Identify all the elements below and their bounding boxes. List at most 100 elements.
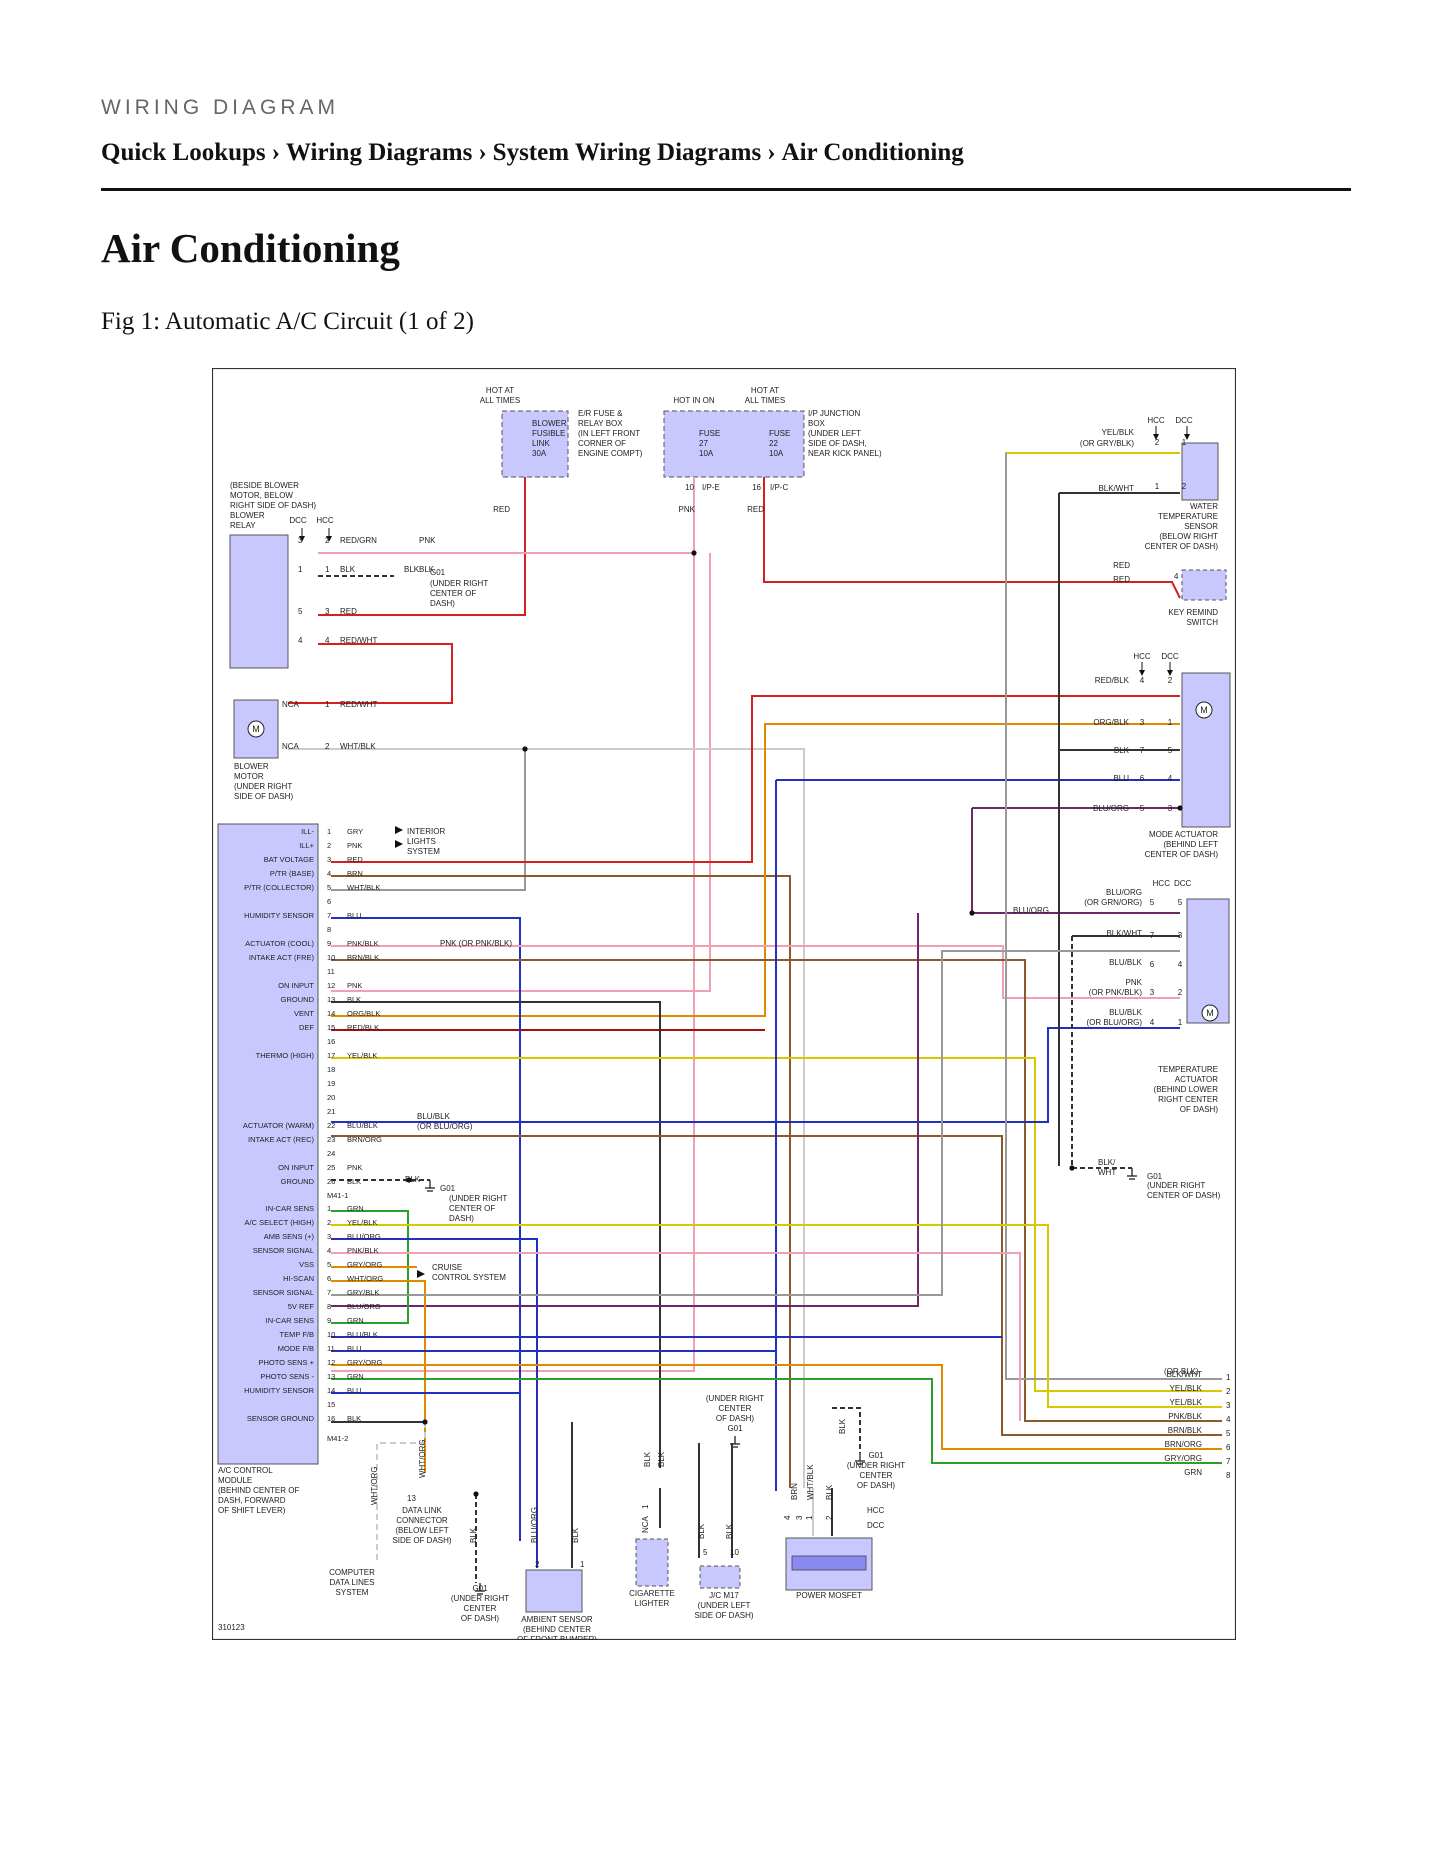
diagram-label: SENSOR SIGNAL	[253, 1288, 314, 1297]
breadcrumb-system-wiring[interactable]: System Wiring Diagrams	[492, 139, 762, 166]
diagram-label: DCC	[1161, 652, 1179, 661]
diagram-label: WHT/BLK	[347, 883, 380, 892]
diagram-label: SIDE OF DASH,	[808, 439, 867, 448]
diagram-label: BLK	[340, 565, 356, 574]
diagram-label: DATA LINES	[329, 1578, 374, 1587]
diagram-label: FUSE	[699, 429, 720, 438]
diagram-label: BLK	[697, 1523, 706, 1539]
jc-m17	[699, 1565, 741, 1589]
diagram-label: PNK (OR PNK/BLK)	[440, 939, 512, 948]
arrow-icon	[1153, 434, 1159, 440]
diagram-label: BRN/ORG	[1165, 1440, 1202, 1449]
diagram-label: RELAY	[230, 521, 256, 530]
arrow-icon	[1167, 670, 1173, 676]
diagram-label: BLOWER	[532, 419, 567, 428]
diagram-label: 2	[1178, 988, 1183, 997]
diagram-label: 10	[327, 1330, 335, 1339]
diagram-label: INTAKE ACT (FRE)	[249, 953, 315, 962]
diagram-label: 1	[1182, 438, 1187, 447]
splice-dot	[1069, 1165, 1075, 1171]
diagram-label: CENTER	[860, 1471, 893, 1480]
wire-grn-photo	[331, 1378, 1222, 1464]
diagram-label: VENT	[294, 1009, 314, 1018]
diagram-label: COMPUTER	[329, 1568, 375, 1577]
diagram-label: RED/BLK	[1095, 676, 1130, 685]
diagram-label: 12	[327, 981, 335, 990]
wire-red-key-remind	[763, 477, 1181, 599]
diagram-label: (OR BLU/ORG)	[417, 1122, 473, 1131]
diagram-label: CENTER OF DASH)	[1145, 542, 1219, 551]
key-remind-switch	[1181, 569, 1227, 601]
diagram-label: (OR BLK)	[1164, 1367, 1199, 1376]
diagram-label: GRN	[1184, 1468, 1202, 1477]
diagram-label: ILL-	[301, 827, 314, 836]
diagram-label: DATA LINK	[402, 1506, 442, 1515]
diagram-label: RED	[1113, 575, 1130, 584]
diagram-label: (UNDER RIGHT	[430, 579, 488, 588]
diagram-label: 11	[327, 967, 335, 976]
diagram-label: HOT AT	[751, 386, 779, 395]
diagram-label: PNK	[347, 841, 362, 850]
breadcrumb-quick-lookups[interactable]: Quick Lookups	[101, 139, 266, 166]
wire-gry-blk-signal	[331, 950, 1180, 1296]
diagram-label: 1	[1155, 482, 1160, 491]
diagram-border	[211, 367, 1237, 1641]
wire-brn-blk	[331, 959, 1222, 1422]
wire-red-wht-motor	[288, 643, 453, 704]
diagram-label: MODE ACTUATOR	[1149, 830, 1218, 839]
wire-pnk-on-input	[331, 553, 711, 992]
diagram-label: BLK	[347, 1177, 361, 1186]
motor-letter: M	[1200, 705, 1208, 715]
diagram-label: J/C M17	[709, 1591, 739, 1600]
diagram-label: 12	[327, 1358, 335, 1367]
diagram-label: BLU/BLK	[347, 1330, 378, 1339]
diagram-label: GRY	[347, 827, 363, 836]
splice-dot	[422, 1419, 428, 1425]
diagram-label: BLK	[1114, 746, 1130, 755]
splice-dot	[969, 910, 975, 916]
diagram-label: HCC	[1153, 879, 1171, 888]
diagram-label: HOT IN ON	[673, 396, 714, 405]
diagram-label: BLU/ORG	[1093, 804, 1129, 813]
diagram-label: 13	[327, 1372, 335, 1381]
diagram-label: (UNDER RIGHT	[449, 1194, 507, 1203]
diagram-label: BLOWER	[234, 762, 269, 771]
diagram-label: 1	[325, 565, 330, 574]
diagram-label: 6	[327, 1274, 331, 1283]
diagram-label: 2	[325, 536, 330, 545]
wire-blk-ground	[331, 1001, 661, 1468]
breadcrumb-wiring-diagrams[interactable]: Wiring Diagrams	[286, 139, 473, 166]
diagram-label: (BEHIND LEFT	[1163, 840, 1218, 849]
wire-blu-org-5v	[331, 913, 919, 1307]
diagram-label: 2	[535, 1560, 540, 1569]
diagram-label: OF DASH)	[716, 1414, 755, 1423]
diagram-label: CENTER	[464, 1604, 497, 1613]
diagram-label: 5	[1226, 1429, 1231, 1438]
diagram-label: DASH)	[430, 599, 455, 608]
diagram-label: 8	[327, 925, 331, 934]
diagram-label: OF DASH)	[857, 1481, 896, 1490]
diagram-label: 4	[327, 869, 331, 878]
diagram-label: 25	[327, 1163, 335, 1172]
diagram-label: CORNER OF	[578, 439, 626, 448]
wire-yel-blk-ac-select	[331, 1224, 1222, 1408]
blower-motor	[233, 699, 279, 759]
motor-symbol	[1201, 1004, 1219, 1022]
diagram-label: M41-2	[327, 1434, 348, 1443]
diagram-label: 3	[1140, 718, 1145, 727]
diagram-label: RED/WHT	[340, 636, 377, 645]
diagram-label: 10	[685, 483, 694, 492]
diagram-label: HCC	[867, 1506, 885, 1515]
diagram-label: 1	[327, 827, 331, 836]
diagram-label: 10A	[769, 449, 784, 458]
breadcrumb-separator: ›	[478, 139, 487, 166]
diagram-label: 1	[298, 565, 303, 574]
diagram-label: SYSTEM	[407, 847, 440, 856]
diagram-label: BLU/BLK	[347, 1121, 378, 1130]
diagram-label: 10A	[699, 449, 714, 458]
diagram-label: ORG/BLK	[347, 1009, 380, 1018]
wire-blu-humidity	[331, 917, 521, 1541]
diagram-label: 1	[805, 1515, 814, 1520]
diagram-label: BLK	[643, 1451, 652, 1467]
wire-gry-org-photo	[331, 1364, 1222, 1450]
